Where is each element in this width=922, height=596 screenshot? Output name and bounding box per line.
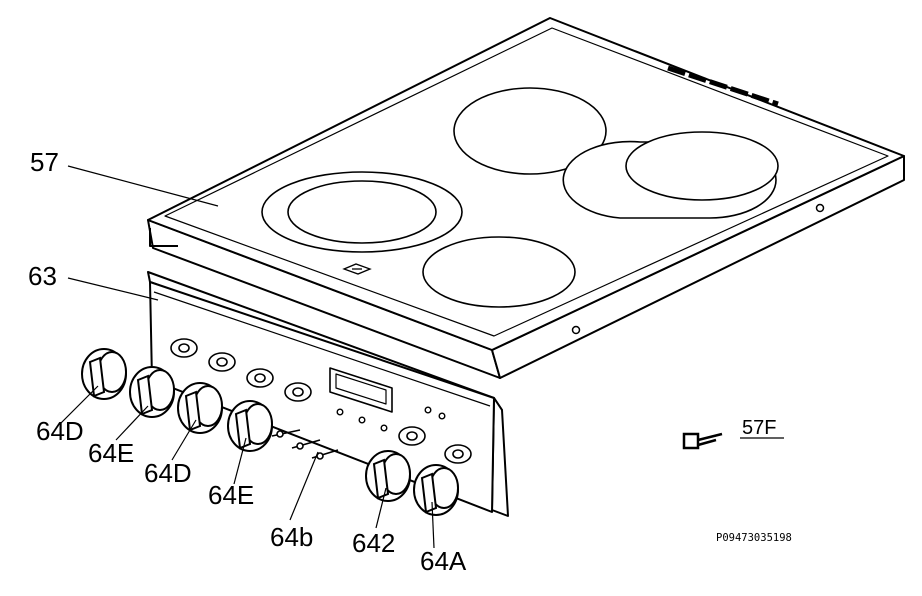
knob-shafts [271,429,339,460]
panel-display-inner [335,373,387,405]
label-64b: 64b [270,522,313,552]
leader-lines [59,165,784,549]
hob-indicator-mark [342,263,372,275]
cooking-zones [261,87,779,308]
panel-front-face [149,281,495,513]
label-64d-left: 64D [36,416,84,446]
hob-top-surface [147,17,905,351]
part-labels: 57 63 64D 64E 64D 64E 64b 642 64A 57F P0… [28,147,792,576]
leader-63 [67,277,159,301]
knob-64e-left [129,366,175,418]
socket-2 [208,352,236,372]
label-63: 63 [28,261,57,291]
label-64d-center: 64D [144,458,192,488]
socket-5 [398,426,426,446]
knobs [81,348,459,516]
panel-lamps [336,406,446,432]
leader-57 [67,165,219,207]
control-panel [147,271,509,517]
knob-64e-center [227,400,273,452]
hob-screw-1 [815,203,825,213]
zone-front-right [422,236,576,308]
leader-64d-center [171,419,197,461]
label-642: 642 [352,528,395,558]
label-64e-left: 64E [88,438,134,468]
panel-inner-rim [153,291,491,407]
leader-64b [289,451,319,521]
hob-left-bracket [149,228,178,247]
hob-ceramic-top [147,17,905,379]
socket-1 [170,338,198,358]
leader-64a [431,501,435,549]
zone-front-left-inner [287,180,437,244]
label-57: 57 [30,147,59,177]
knob-64a [413,464,459,516]
label-64e-center: 64E [208,480,254,510]
socket-6 [444,444,472,464]
hob-screw-2 [571,325,581,335]
knob-64d-left [81,348,127,400]
leader-64d-left [59,385,99,425]
zone-oval-inner [625,131,779,201]
leader-64e-center [233,437,247,485]
label-64a: 64A [420,546,467,576]
leader-64e-left [115,405,149,441]
label-57f: 57F [742,417,776,439]
knob-64d-center [177,382,223,434]
leader-642 [375,487,387,529]
socket-3 [246,368,274,388]
panel-sockets [170,338,472,464]
hob-brand-strip [667,65,779,107]
reference-code: P09473035198 [716,532,792,544]
zone-back-left [453,87,607,175]
clip-57f-icon [682,432,723,450]
socket-4 [284,382,312,402]
hob-inner-border [164,27,889,337]
knob-642 [365,450,411,502]
